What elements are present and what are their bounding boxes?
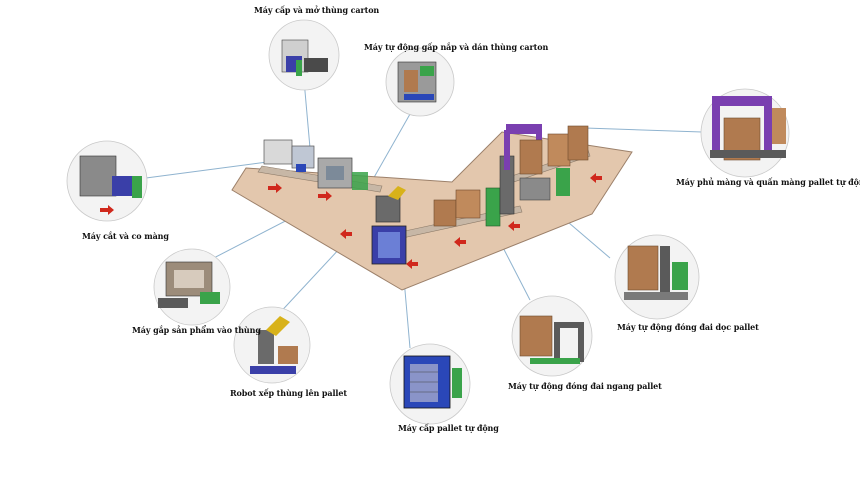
label-carton-erector: Máy cấp và mở thùng carton [254,5,380,15]
label-shrink-wrapper: Máy cắt và co màng [82,231,169,241]
callout-palletizing-robot [233,306,311,384]
callout-shrink-wrapper [66,140,148,222]
callout-carton-erector [268,19,340,91]
label-carton-sealer: Máy tự động gấp nắp và dán thùng carton [364,42,549,52]
callout-case-packer [153,248,231,326]
label-stretch-wrapper: Máy phủ màng và quấn màng pallet tự động [676,177,860,187]
callout-pallet-dispenser [389,343,471,425]
callout-carton-sealer [385,47,455,117]
callout-stretch-wrapper [700,88,790,178]
label-vertical-strapper: Máy tự động đóng đai dọc pallet [617,322,759,332]
label-palletizing-robot: Robot xếp thùng lên pallet [230,388,347,398]
label-horizontal-strapper: Máy tự động đóng đai ngang pallet [508,381,662,391]
label-pallet-dispenser: Máy cấp pallet tự động [398,423,499,433]
callout-vertical-strapper [614,234,700,320]
floor-machines [263,124,589,265]
callout-horizontal-strapper [511,295,593,377]
flow-arrows [268,173,602,269]
label-case-packer: Máy gắp sản phẩm vào thùng [132,325,261,335]
